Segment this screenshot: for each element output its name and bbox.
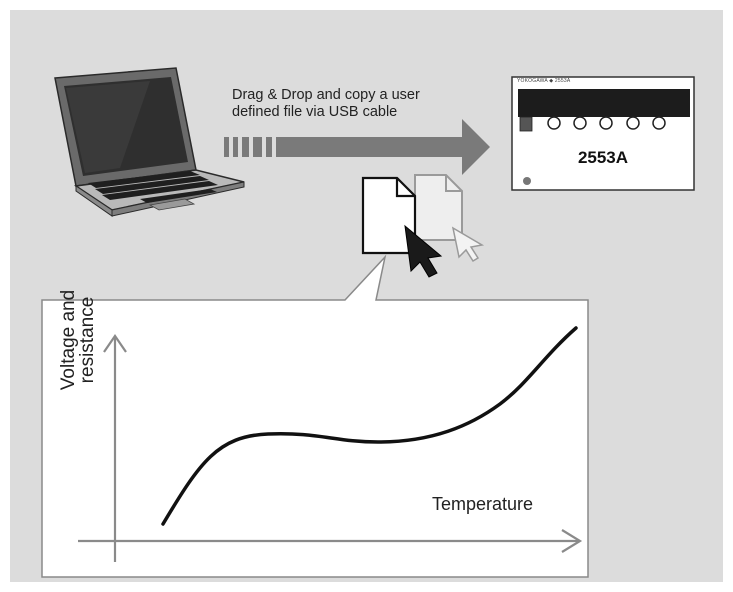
y-axis-label-line2: resistance xyxy=(77,296,98,384)
transfer-caption: Drag & Drop and copy a user defined file… xyxy=(232,87,502,121)
file-icon xyxy=(361,176,417,255)
characteristic-curve xyxy=(161,326,578,526)
cursor-icon xyxy=(404,224,443,278)
graph-axes xyxy=(78,334,583,562)
transfer-arrow xyxy=(224,119,490,175)
instrument-model-label: 2553A xyxy=(577,148,629,167)
laptop-icon xyxy=(54,67,245,217)
transfer-caption-line2: defined file via USB cable xyxy=(232,104,398,120)
instrument-brand-strip: YOKOGAWA ◆ 2553A xyxy=(517,78,571,84)
instrument-icon xyxy=(511,76,695,191)
callout-balloon xyxy=(41,254,589,578)
transfer-caption-line1: Drag & Drop and copy a user xyxy=(232,87,420,103)
y-axis-label-line1: Voltage and xyxy=(58,289,79,391)
x-axis-label: Temperature xyxy=(432,494,534,514)
